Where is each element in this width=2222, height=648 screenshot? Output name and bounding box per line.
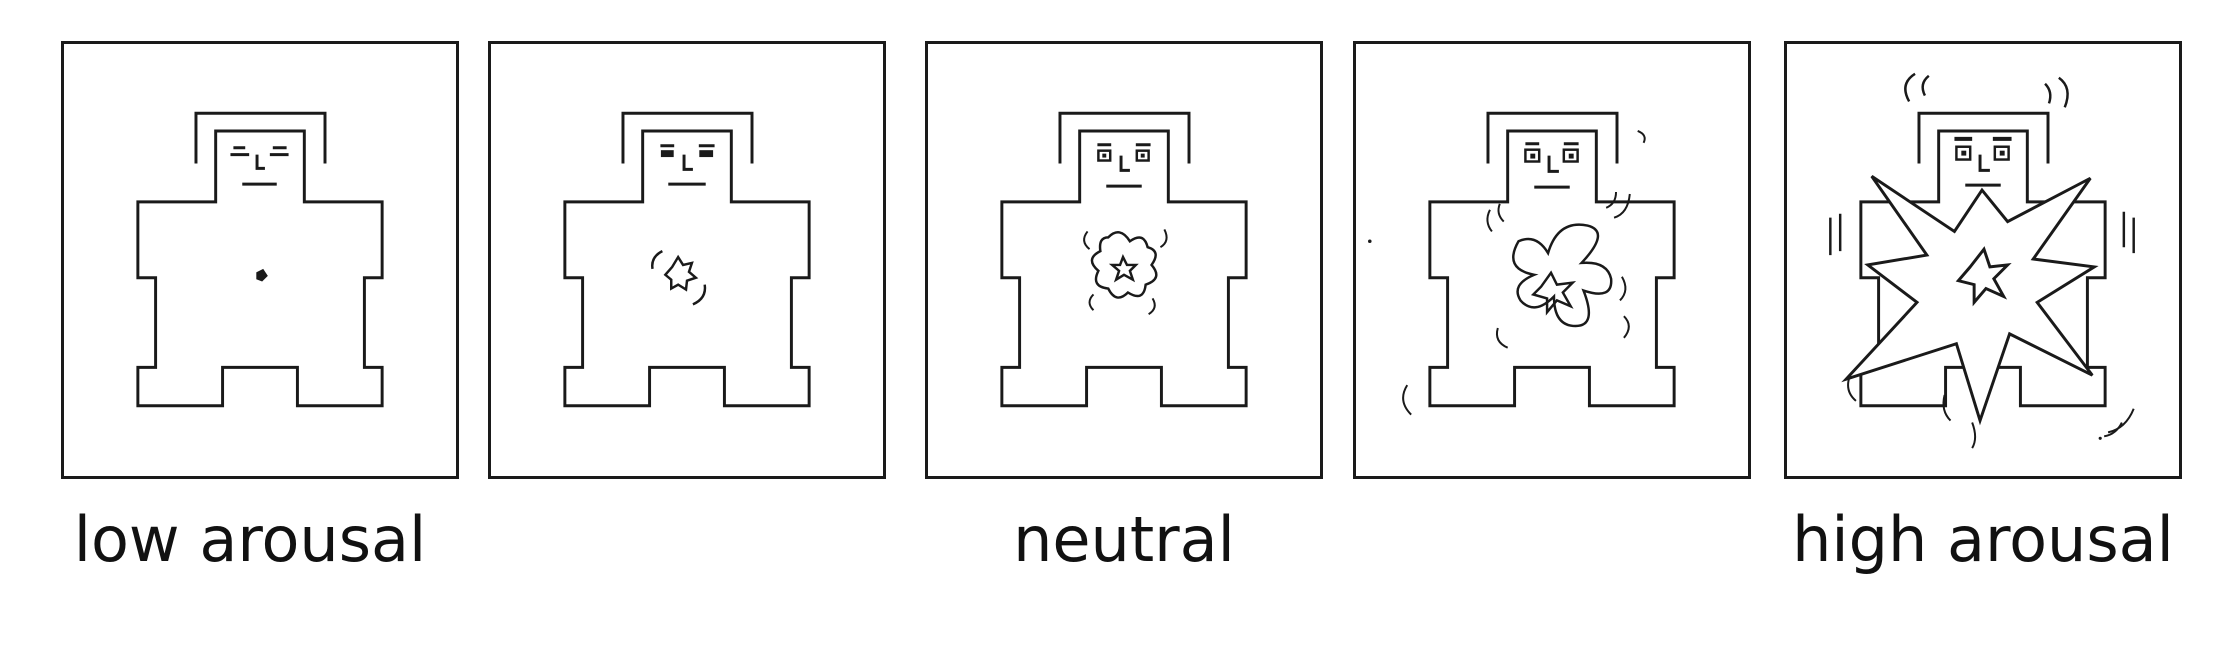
sam-manikin-mild-icon bbox=[563, 111, 811, 408]
sam-manikin-calm-icon bbox=[136, 111, 384, 408]
sam-manikin-high-excited-icon bbox=[1829, 72, 2135, 449]
arousal-panel-1 bbox=[61, 41, 459, 479]
label-low-arousal: low arousal bbox=[73, 503, 427, 576]
label-neutral: neutral bbox=[1013, 503, 1235, 576]
arousal-panel-2 bbox=[488, 41, 886, 479]
sam-manikin-neutral-icon bbox=[1000, 111, 1248, 408]
arousal-panel-3 bbox=[925, 41, 1323, 479]
label-high-arousal: high arousal bbox=[1792, 503, 2174, 576]
arousal-panel-5 bbox=[1784, 41, 2182, 479]
arousal-panel-4 bbox=[1353, 41, 1751, 479]
sam-manikin-excited-icon bbox=[1368, 111, 1676, 416]
